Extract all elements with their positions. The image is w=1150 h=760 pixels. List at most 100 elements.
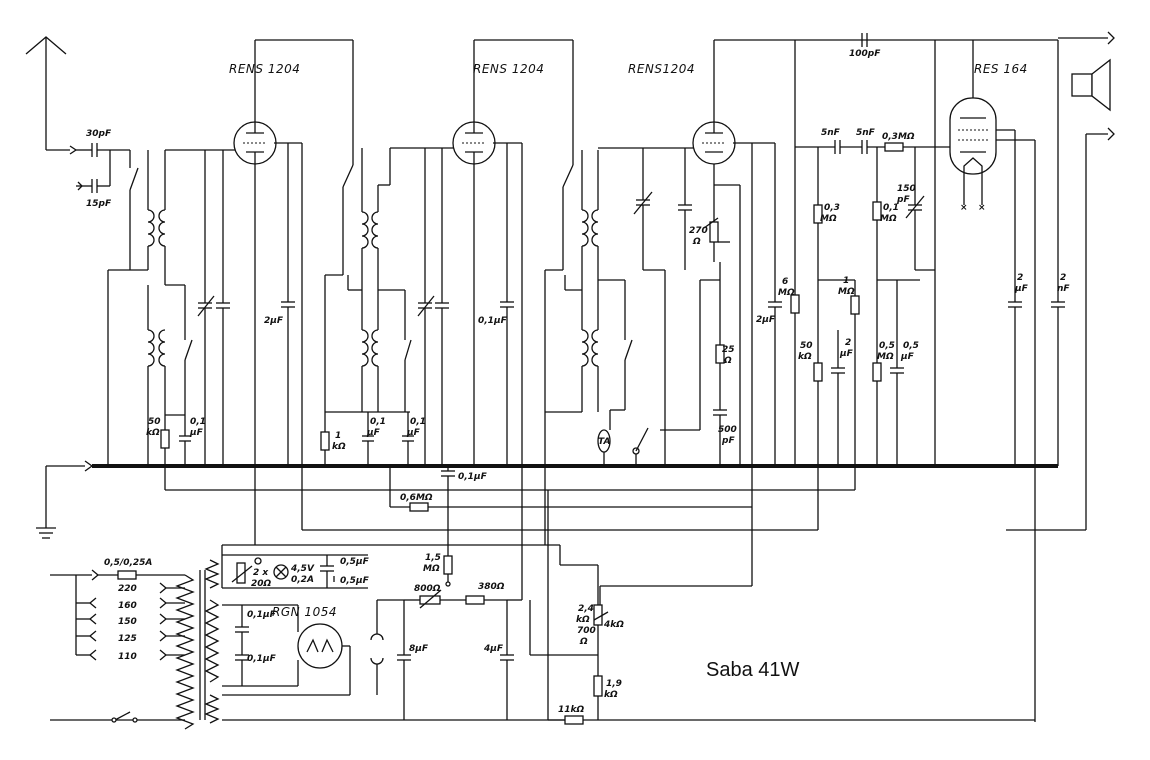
- label-TA: TA: [598, 437, 610, 447]
- label-01-3a: 0,1: [410, 417, 426, 427]
- label-19k-a: 1,9: [606, 679, 622, 689]
- label-8uF: 8μF: [409, 644, 429, 654]
- label-25: 25: [722, 345, 735, 355]
- label-50k-b2: kΩ: [798, 352, 812, 362]
- label-50k-b1: 50: [800, 341, 813, 351]
- tube-4-envelope: [949, 97, 997, 175]
- label-50k-1b: kΩ: [146, 428, 160, 438]
- label-220: 220: [118, 584, 137, 594]
- label-15M-b: MΩ: [423, 564, 440, 574]
- label-500: 500: [718, 425, 737, 435]
- label-2nF-a: 2: [1060, 273, 1066, 283]
- tube-label-1: RENS 1204: [229, 62, 300, 76]
- label-01uF-r1: 0,1μF: [247, 610, 277, 620]
- label-25-ohm: Ω: [723, 356, 732, 366]
- label-2nF-b: nF: [1057, 284, 1070, 294]
- label-1M-b: MΩ: [838, 287, 855, 297]
- label-2uF-c1: 2: [845, 338, 851, 348]
- antenna-symbol: [25, 36, 78, 155]
- label-03M-a1: 0,3: [824, 203, 840, 213]
- label-1M-a: 1: [843, 276, 849, 286]
- label-01-2b: μF: [366, 428, 381, 438]
- label-6M-a: 6: [782, 277, 788, 287]
- tube-label-rect: RGN 1054: [272, 605, 337, 619]
- label-05uF-c: 0,5μF: [340, 557, 370, 567]
- input-capacitors: 30pF 15pF: [76, 129, 130, 209]
- label-01uF-d: 0,1μF: [478, 316, 508, 326]
- label-05M-b: MΩ: [877, 352, 894, 362]
- tube-label-2: RENS 1204: [473, 62, 544, 76]
- label-24k-b: kΩ: [576, 615, 590, 625]
- label-11k: 11kΩ: [558, 705, 585, 715]
- label-2uF-d2: μF: [1014, 284, 1029, 294]
- label-fuse: 0,5/0,25A: [104, 558, 152, 568]
- label-270-ohm: Ω: [692, 237, 701, 247]
- label-110: 110: [118, 652, 137, 662]
- label-05uF-b: μF: [900, 352, 915, 362]
- label-380: 380Ω: [478, 582, 505, 592]
- label-1k-b: kΩ: [332, 442, 346, 452]
- label-06M: 0,6MΩ: [400, 493, 433, 503]
- label-19k-b: kΩ: [604, 690, 618, 700]
- label-5nF-a: 5nF: [821, 128, 841, 138]
- label-05M-a: 0,5: [879, 341, 895, 351]
- stage-1: 50 kΩ 0,1 μF 2μF RENS 1204: [107, 39, 354, 530]
- speaker-cone: [1091, 58, 1111, 112]
- label-150-b: pF: [896, 195, 910, 205]
- label-2uF-d1: 2: [1017, 273, 1023, 283]
- label-45V: 4,5V: [290, 564, 315, 574]
- label-2uF-c2: μF: [839, 349, 854, 359]
- label-6M-b: MΩ: [778, 288, 795, 298]
- voltage-selector: 220 160 150 125 110: [76, 582, 185, 662]
- label-01M-a: 0,1: [883, 203, 899, 213]
- label-03M-b: 0,3MΩ: [882, 132, 915, 142]
- stage-3: TA 2μF RENS1204: [544, 39, 1058, 530]
- label-15pF: 15pF: [86, 199, 112, 209]
- label-02A: 0,2A: [291, 575, 314, 585]
- label-500-pF: pF: [721, 436, 735, 446]
- label-01M-b: MΩ: [880, 214, 897, 224]
- label-125: 125: [118, 634, 137, 644]
- fuse: [117, 570, 137, 580]
- heater-x1: ×: [960, 203, 968, 213]
- label-160: 160: [118, 601, 137, 611]
- label-01-3b: μF: [406, 428, 421, 438]
- label-150-a: 150: [897, 184, 916, 194]
- output-stage: 100pF 6 MΩ 5nF 5nF 0,3MΩ 0,3 MΩ 1 MΩ 50 …: [778, 31, 1115, 560]
- heater-x2: ×: [978, 203, 986, 213]
- label-700-a: 700: [577, 626, 596, 636]
- label-15M-a: 1,5: [425, 553, 441, 563]
- label-50k-1a: 50: [148, 417, 161, 427]
- interconnect-wiring: 0,6MΩ: [164, 412, 1086, 722]
- label-01-1a: 0,1: [190, 417, 206, 427]
- label-24k-a: 2,4: [578, 604, 594, 614]
- rectifier-tube: [297, 623, 343, 669]
- label-270: 270: [689, 226, 708, 236]
- label-01-2a: 0,1: [370, 417, 386, 427]
- label-2x-a: 2 x: [253, 568, 269, 578]
- power-supply: 0,5/0,25A 220 160 150 125 110: [50, 490, 1035, 730]
- label-1k-a: 1: [335, 431, 341, 441]
- label-2uF-1: 2μF: [264, 316, 284, 326]
- label-05uF-a: 0,5: [903, 341, 919, 351]
- label-2x-b: 20Ω: [251, 579, 272, 589]
- label-150: 150: [118, 617, 137, 627]
- speaker-magnet: [1071, 73, 1093, 97]
- label-01-1b: μF: [189, 428, 204, 438]
- label-100pF: 100pF: [849, 49, 881, 59]
- diagram-title: Saba 41W: [706, 659, 800, 681]
- label-01uF-r2: 0,1μF: [247, 654, 277, 664]
- label-5nF-b: 5nF: [856, 128, 876, 138]
- label-30pF: 30pF: [86, 129, 112, 139]
- stage-2: 1 kΩ 0,1 μF 0,1 μF: [320, 39, 574, 560]
- ground-bus: [36, 460, 1058, 539]
- tube-label-4: RES 164: [974, 62, 1028, 76]
- label-4uF: 4μF: [483, 644, 504, 654]
- label-2uF-b: 2μF: [756, 315, 776, 325]
- label-05uF-d: 0,5μF: [340, 576, 370, 586]
- label-800: 800Ω: [414, 584, 441, 594]
- tube-label-3: RENS1204: [628, 62, 695, 76]
- label-700-b: Ω: [579, 637, 588, 647]
- label-03M-a2: MΩ: [820, 214, 837, 224]
